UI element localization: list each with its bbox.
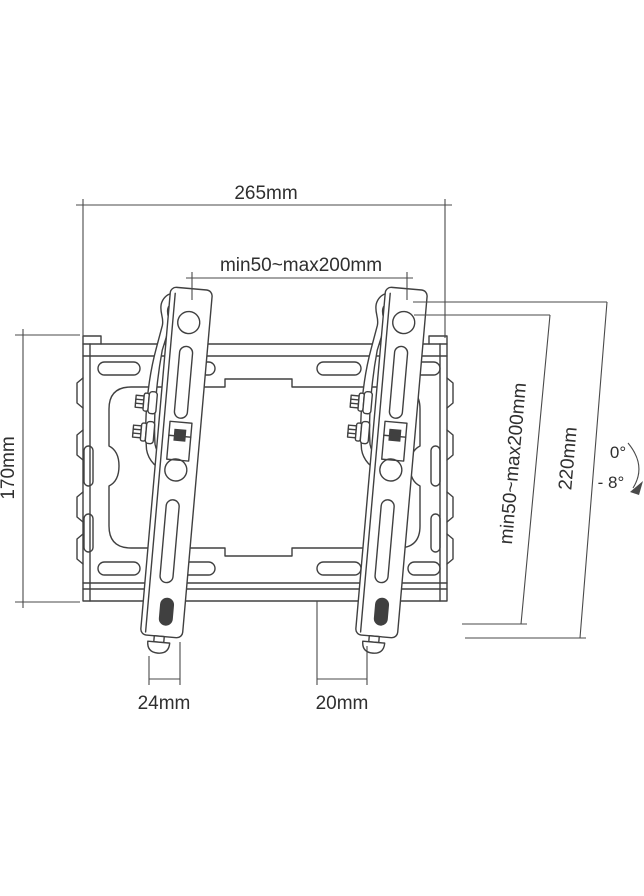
mount-slot [316,361,362,376]
tilt-lower-label: - 8° [598,473,625,492]
annotation-tilt-range: 0° - 8° [598,442,643,495]
right-flange-slot-2 [430,513,441,553]
right-flange-slot-1 [430,445,441,487]
tilt-upper-label: 0° [610,443,626,462]
mount-slot [407,561,441,576]
dim-vesa-width-label: min50~max200mm [220,255,382,276]
dim-plate-height-label: 170mm [0,436,19,499]
dim-overall-height-label: 220mm [555,426,581,491]
dimension-foot-offset: 20mm [316,601,369,714]
tilt-arrowhead [630,481,643,495]
right-flange-tabs [446,377,454,565]
dim-vesa-height-label: min50~max200mm [496,382,531,545]
plate-corner-lips [82,335,448,345]
mount-slot [97,361,141,376]
mount-slot [97,561,141,576]
left-flange-slot-1 [83,445,94,487]
left-flange-slot-2 [83,513,94,553]
tilt-arc [627,442,640,489]
dim-overall-width-label: 265mm [234,183,297,204]
dim-arm-foot-width-label: 24mm [138,693,191,714]
dimension-plate-height: 170mm [0,329,80,608]
left-flange-tabs [76,377,84,565]
dimension-arm-foot-width: 24mm [138,642,191,714]
dim-foot-offset-label: 20mm [316,693,369,714]
dimension-vesa-width: min50~max200mm [186,255,413,300]
